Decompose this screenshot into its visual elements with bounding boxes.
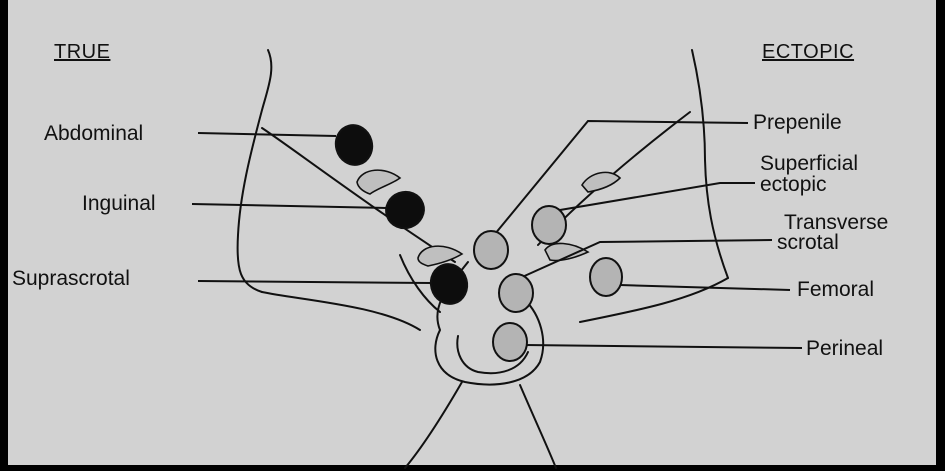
label-suprascrotal: Suprascrotal [12,268,130,290]
testis-superficial-ectopic [532,206,566,244]
testis-transverse-scrotal [499,274,533,312]
label-scrotal: scrotal [777,232,839,254]
label-femoral: Femoral [797,279,874,301]
header-true: TRUE [54,41,110,63]
label-perineal: Perineal [806,338,883,360]
label-abdominal: Abdominal [44,123,143,145]
testis-femoral [590,258,622,296]
header-ectopic: ECTOPIC [762,41,854,63]
label-ectopic: ectopic [760,174,827,196]
label-prepenile: Prepenile [753,112,842,134]
testis-prepenile [474,231,508,269]
label-inguinal: Inguinal [82,193,156,215]
testis-perineal [493,323,527,361]
label-superficial: Superficial [760,153,858,175]
